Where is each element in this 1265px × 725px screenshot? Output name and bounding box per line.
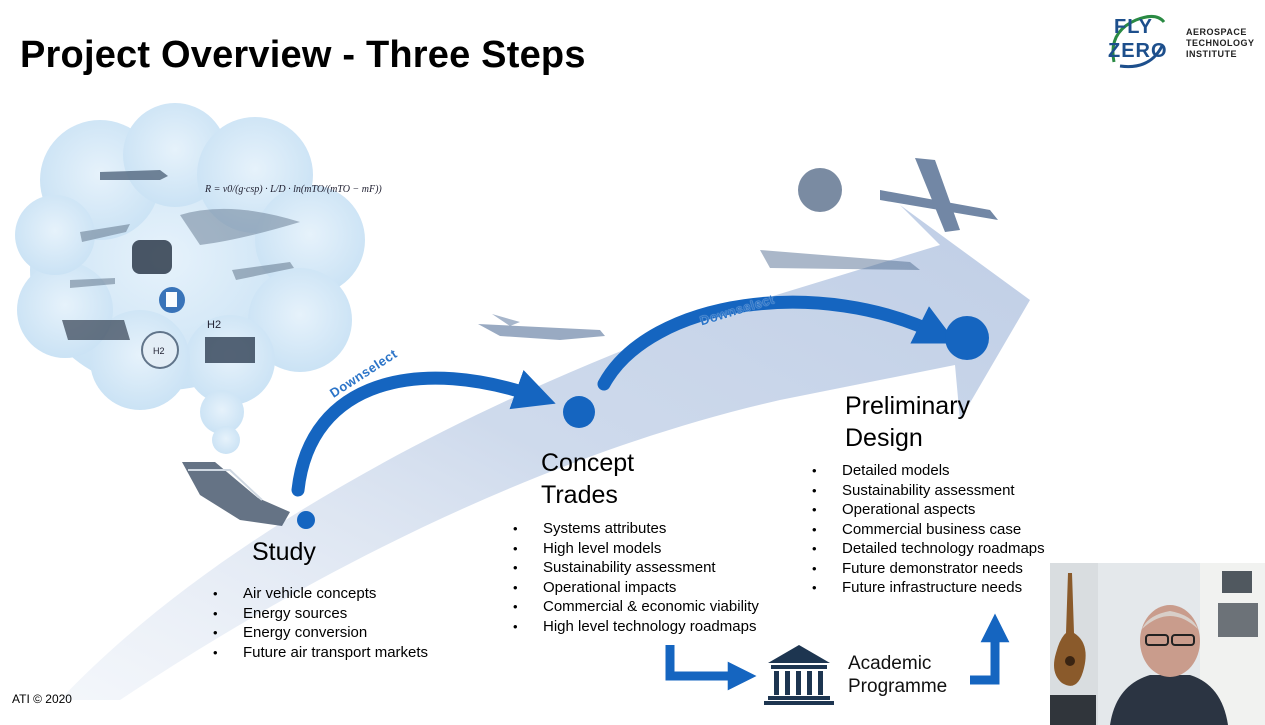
guitar-icon xyxy=(1054,573,1086,686)
prelim-engine-pictogram xyxy=(798,168,842,212)
cloud-formula: R = v0/(g·csp) · L/D · ln(mTO/(mTO − mF)… xyxy=(204,184,382,195)
blended-wing-pictogram xyxy=(180,208,300,245)
list-item: High level models xyxy=(513,539,759,559)
concept-aircraft-pictogram xyxy=(478,324,605,340)
list-item: Energy sources xyxy=(213,604,428,624)
concept-dot xyxy=(563,396,595,428)
presenter-webcam-video[interactable] xyxy=(1050,563,1265,725)
aircraft-pictogram xyxy=(232,262,294,280)
academic-programme-label: Academic Programme xyxy=(848,653,948,697)
logo-institute-text: AEROSPACE TECHNOLOGY INSTITUTE xyxy=(1186,27,1255,59)
preliminary-design-bullets: Detailed models Sustainability assessmen… xyxy=(812,461,1045,598)
list-item: Sustainability assessment xyxy=(513,558,759,578)
aircraft-pictogram xyxy=(80,224,130,242)
cloud-h2-label: H2 xyxy=(207,319,221,331)
list-item: Future infrastructure needs xyxy=(812,578,1045,598)
list-item: Air vehicle concepts xyxy=(213,584,428,604)
prelim-aircraft-cutaway xyxy=(760,250,920,270)
list-item: Operational aspects xyxy=(812,500,1045,520)
list-item: Detailed technology roadmaps xyxy=(812,539,1045,559)
engine-pictogram xyxy=(132,240,172,274)
list-item: Future demonstrator needs xyxy=(812,559,1045,579)
hydrogen-sphere-icon xyxy=(141,331,179,369)
list-item: Systems attributes xyxy=(513,519,759,539)
copyright-footer: ATI © 2020 xyxy=(12,692,72,706)
books-pictogram xyxy=(182,462,290,526)
concept-trades-bullets: Systems attributes High level models Sus… xyxy=(513,519,759,636)
aircraft-pictogram xyxy=(70,278,115,288)
list-item: Future air transport markets xyxy=(213,643,428,663)
downselect-arrow-1 xyxy=(291,370,556,497)
academic-building-icon xyxy=(764,645,834,705)
study-bullets: Air vehicle concepts Energy sources Ener… xyxy=(213,584,428,662)
study-dot xyxy=(297,511,315,529)
list-item: Operational impacts xyxy=(513,578,759,598)
academic-arrow-out xyxy=(970,613,1010,685)
list-item: Commercial & economic viability xyxy=(513,597,759,617)
preliminary-design-title: Preliminary Design xyxy=(845,392,971,452)
presenter-silhouette xyxy=(1110,675,1228,725)
list-item: Sustainability assessment xyxy=(812,481,1045,501)
academic-arrow-in xyxy=(665,645,757,691)
concept-trades-title: Concept Trades xyxy=(541,449,635,509)
list-item: Detailed models xyxy=(812,461,1045,481)
progress-arrow xyxy=(60,205,1030,700)
list-item: Energy conversion xyxy=(213,623,428,643)
cloud-pictograms xyxy=(62,170,300,369)
thought-cloud xyxy=(15,103,365,454)
preliminary-pictograms xyxy=(760,158,998,270)
list-item: High level technology roadmaps xyxy=(513,617,759,637)
slide-title: Project Overview - Three Steps xyxy=(20,34,586,76)
list-item: Commercial business case xyxy=(812,520,1045,540)
study-title: Study xyxy=(252,538,316,566)
aircraft-pictogram xyxy=(100,170,168,180)
logo-swoosh-icon xyxy=(1111,15,1166,69)
cloud-h2-tank-label: H2 xyxy=(153,346,165,356)
preliminary-dot xyxy=(945,316,989,360)
logo-zero-text: ZERO xyxy=(1108,40,1168,62)
fuel-cell-pictogram xyxy=(205,337,255,363)
presenter-video-frame xyxy=(1050,563,1265,725)
logo-fly-text: FLY xyxy=(1114,16,1153,38)
flyzero-ati-logo: FLY ZERO AEROSPACE TECHNOLOGY INSTITUTE xyxy=(1096,10,1256,82)
downselect-arrow-2 xyxy=(597,295,957,391)
catalyst-pictogram xyxy=(62,320,130,340)
